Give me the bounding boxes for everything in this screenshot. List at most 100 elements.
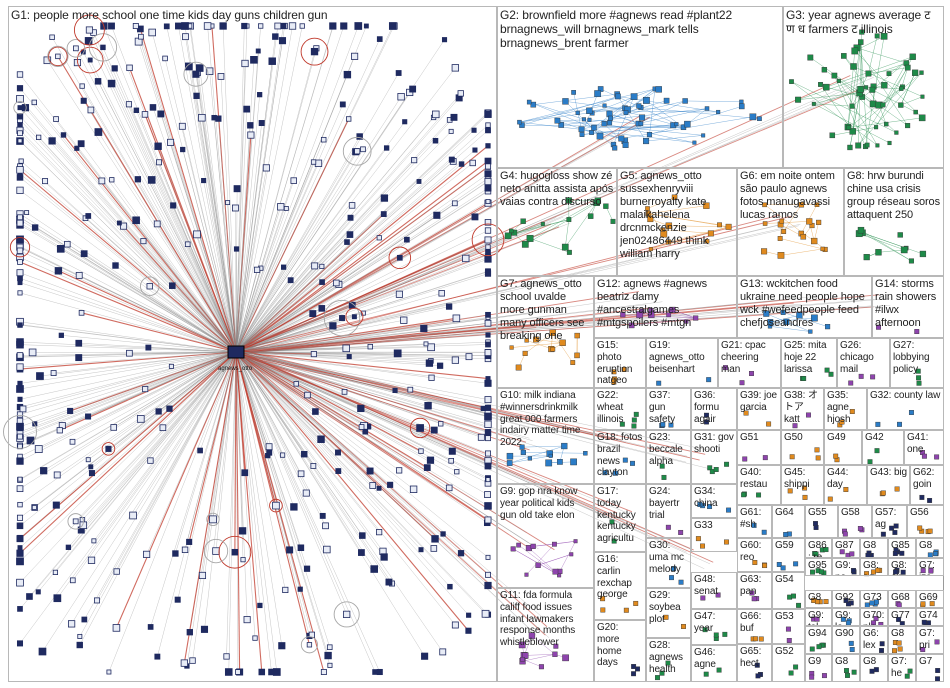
group-panel-g53: G53	[772, 609, 805, 644]
node	[549, 329, 556, 336]
node	[875, 249, 882, 256]
edge-line	[638, 108, 708, 124]
edge-line	[19, 351, 237, 434]
node	[504, 232, 512, 240]
edge-line	[631, 317, 696, 326]
group-panel-g22: G22: wheat illinois	[594, 388, 646, 430]
self-loop	[342, 136, 372, 166]
node	[125, 101, 133, 108]
node	[108, 22, 115, 30]
edge-line	[235, 122, 632, 350]
group-panel-g2: G2: brownfield more #agnews read #plant2…	[497, 6, 783, 168]
node	[707, 230, 714, 237]
node	[516, 542, 521, 548]
node	[786, 638, 792, 643]
edge-line	[157, 351, 237, 657]
group-panel-g36: G36: formu agair	[691, 388, 737, 430]
node	[56, 427, 63, 434]
edge-line	[235, 291, 639, 355]
node	[855, 142, 862, 149]
node	[471, 127, 477, 133]
group-label: G54	[775, 574, 794, 585]
edge-line	[521, 96, 619, 126]
self-loop	[183, 61, 209, 87]
node	[552, 541, 557, 547]
group-label: G62: goin	[913, 467, 935, 490]
node	[16, 71, 24, 78]
group-panel-g38: G38: オ トア katt	[781, 388, 824, 430]
edge-line	[235, 140, 436, 353]
edge-line	[235, 350, 694, 551]
edge-line	[622, 314, 696, 319]
self-loop	[333, 601, 360, 628]
node	[106, 669, 112, 675]
self-loop	[300, 37, 329, 66]
group-label: G25: mita hoje 22 larissa	[784, 340, 827, 375]
edge-line	[235, 25, 261, 353]
node	[692, 140, 697, 145]
node	[84, 37, 93, 45]
edge-line	[783, 312, 828, 327]
node	[91, 538, 97, 544]
edge-line	[235, 111, 489, 353]
node	[16, 514, 24, 521]
node	[247, 122, 254, 129]
node	[134, 176, 142, 183]
node	[42, 178, 49, 185]
node	[573, 539, 578, 544]
node	[440, 531, 446, 537]
group-panel-g13: G13: wckitchen food ukraine need people …	[737, 276, 872, 338]
edge-line	[235, 208, 287, 353]
group-panel-g47: G47: year	[691, 609, 737, 645]
edge-line	[235, 25, 303, 353]
edge-line	[235, 351, 347, 615]
node	[920, 601, 926, 607]
node	[69, 577, 76, 584]
node	[77, 140, 85, 148]
node	[612, 145, 618, 151]
node	[180, 146, 186, 153]
node	[485, 143, 491, 149]
node	[484, 270, 492, 277]
edge-line	[19, 351, 237, 489]
node	[671, 566, 676, 572]
node	[665, 660, 671, 666]
edge-line	[51, 140, 237, 353]
group-panel-g37: G37: gun safety	[646, 388, 691, 430]
node	[876, 324, 882, 330]
node	[880, 102, 886, 108]
node	[16, 557, 24, 566]
node	[883, 121, 889, 127]
node	[928, 568, 934, 574]
edge-line	[783, 204, 802, 232]
node	[159, 424, 167, 432]
node	[893, 523, 899, 529]
node	[480, 405, 486, 411]
group-label: G8: hrw burundi chine usa crisis group r…	[847, 170, 940, 221]
group-label: G32: county law	[870, 390, 941, 401]
node	[75, 354, 83, 362]
edge-line	[770, 315, 800, 323]
node	[26, 593, 33, 600]
edge-line	[19, 130, 237, 353]
node	[454, 469, 460, 475]
node	[297, 544, 305, 552]
node	[739, 380, 745, 386]
edge-line	[93, 32, 237, 353]
group-label: G59	[775, 540, 794, 551]
edge-line	[39, 351, 237, 377]
node	[56, 245, 65, 253]
edge-line	[235, 206, 281, 353]
edge-line	[203, 180, 237, 353]
edge-line	[98, 131, 237, 353]
group-panel-g66: G66: buf	[737, 609, 772, 644]
node	[848, 380, 854, 386]
node	[16, 411, 24, 418]
group-label: G8	[863, 656, 877, 667]
edge-line	[34, 102, 237, 353]
edge-line	[529, 200, 599, 239]
self-loop	[13, 101, 27, 115]
node	[448, 128, 454, 134]
node	[380, 211, 387, 217]
node	[631, 671, 637, 677]
